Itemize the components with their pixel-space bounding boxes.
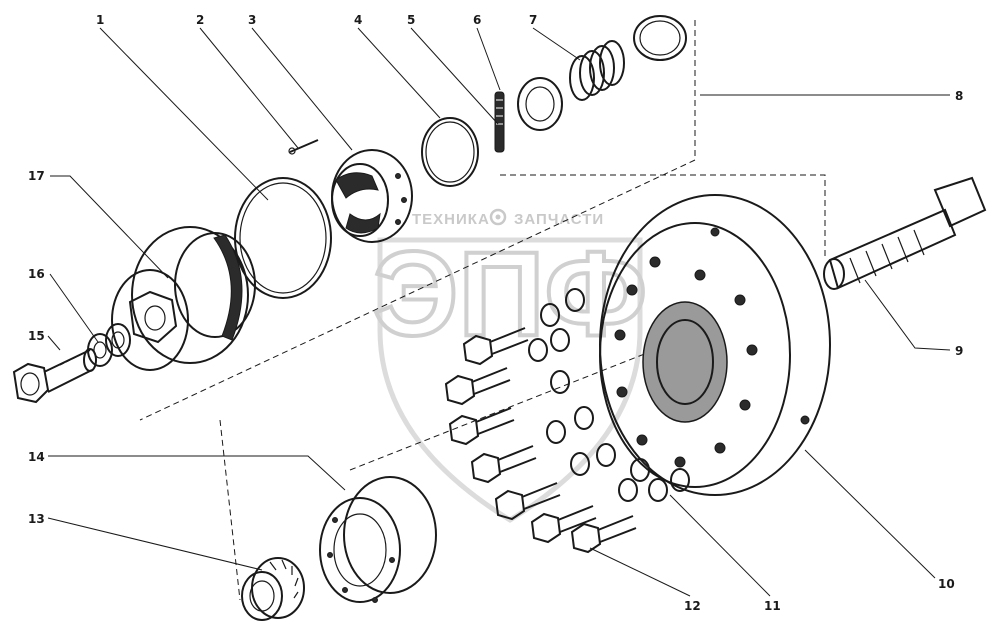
watermark-logo: ЭПФ — [373, 227, 647, 361]
part-5-stud — [494, 91, 505, 153]
part-1-ring — [234, 177, 332, 299]
callouts: 1 2 3 4 5 6 7 8 9 10 11 12 13 14 15 16 1… — [28, 13, 963, 613]
callout-7: 7 — [529, 13, 537, 27]
callout-6: 6 — [473, 13, 481, 27]
part-4-ring — [421, 117, 479, 187]
part-3-cam-coupling — [331, 149, 413, 243]
part-16-washers — [87, 323, 131, 367]
part-8-ring — [633, 15, 687, 61]
callout-1: 1 — [96, 13, 104, 27]
part-7-spring — [569, 40, 625, 101]
part-15-bolt — [12, 348, 97, 404]
gear-icon — [489, 208, 507, 226]
part-12-bolts — [444, 327, 637, 554]
part-9-shaft — [823, 176, 987, 290]
callout-5: 5 — [407, 13, 415, 27]
part-10-flange — [599, 194, 831, 496]
callout-9: 9 — [955, 344, 963, 358]
callout-14: 14 — [28, 450, 45, 464]
watermark: ЭПФ ТЕХНИКА ЗАПЧАСТИ — [371, 208, 649, 523]
callout-12: 12 — [684, 599, 701, 613]
part-13-splined-sleeve — [241, 557, 305, 621]
callout-2: 2 — [196, 13, 204, 27]
callout-8: 8 — [955, 89, 963, 103]
callout-11: 11 — [764, 599, 781, 613]
callout-3: 3 — [248, 13, 256, 27]
callout-10: 10 — [938, 577, 955, 591]
callout-17: 17 — [28, 169, 45, 183]
callout-15: 15 — [28, 329, 45, 343]
part-2-pin — [288, 139, 319, 155]
watermark-left-text: ТЕХНИКА — [412, 211, 490, 228]
part-6-washer — [517, 77, 563, 131]
part-14-housing — [319, 476, 437, 603]
part-17-pulley — [111, 226, 256, 371]
watermark-shield — [377, 237, 643, 523]
watermark-right-text: ЗАПЧАСТИ — [514, 211, 604, 228]
part-11-washers — [528, 288, 690, 502]
leader-lines — [47, 27, 951, 597]
callout-16: 16 — [28, 267, 45, 281]
callout-4: 4 — [354, 13, 362, 27]
callout-13: 13 — [28, 512, 45, 526]
